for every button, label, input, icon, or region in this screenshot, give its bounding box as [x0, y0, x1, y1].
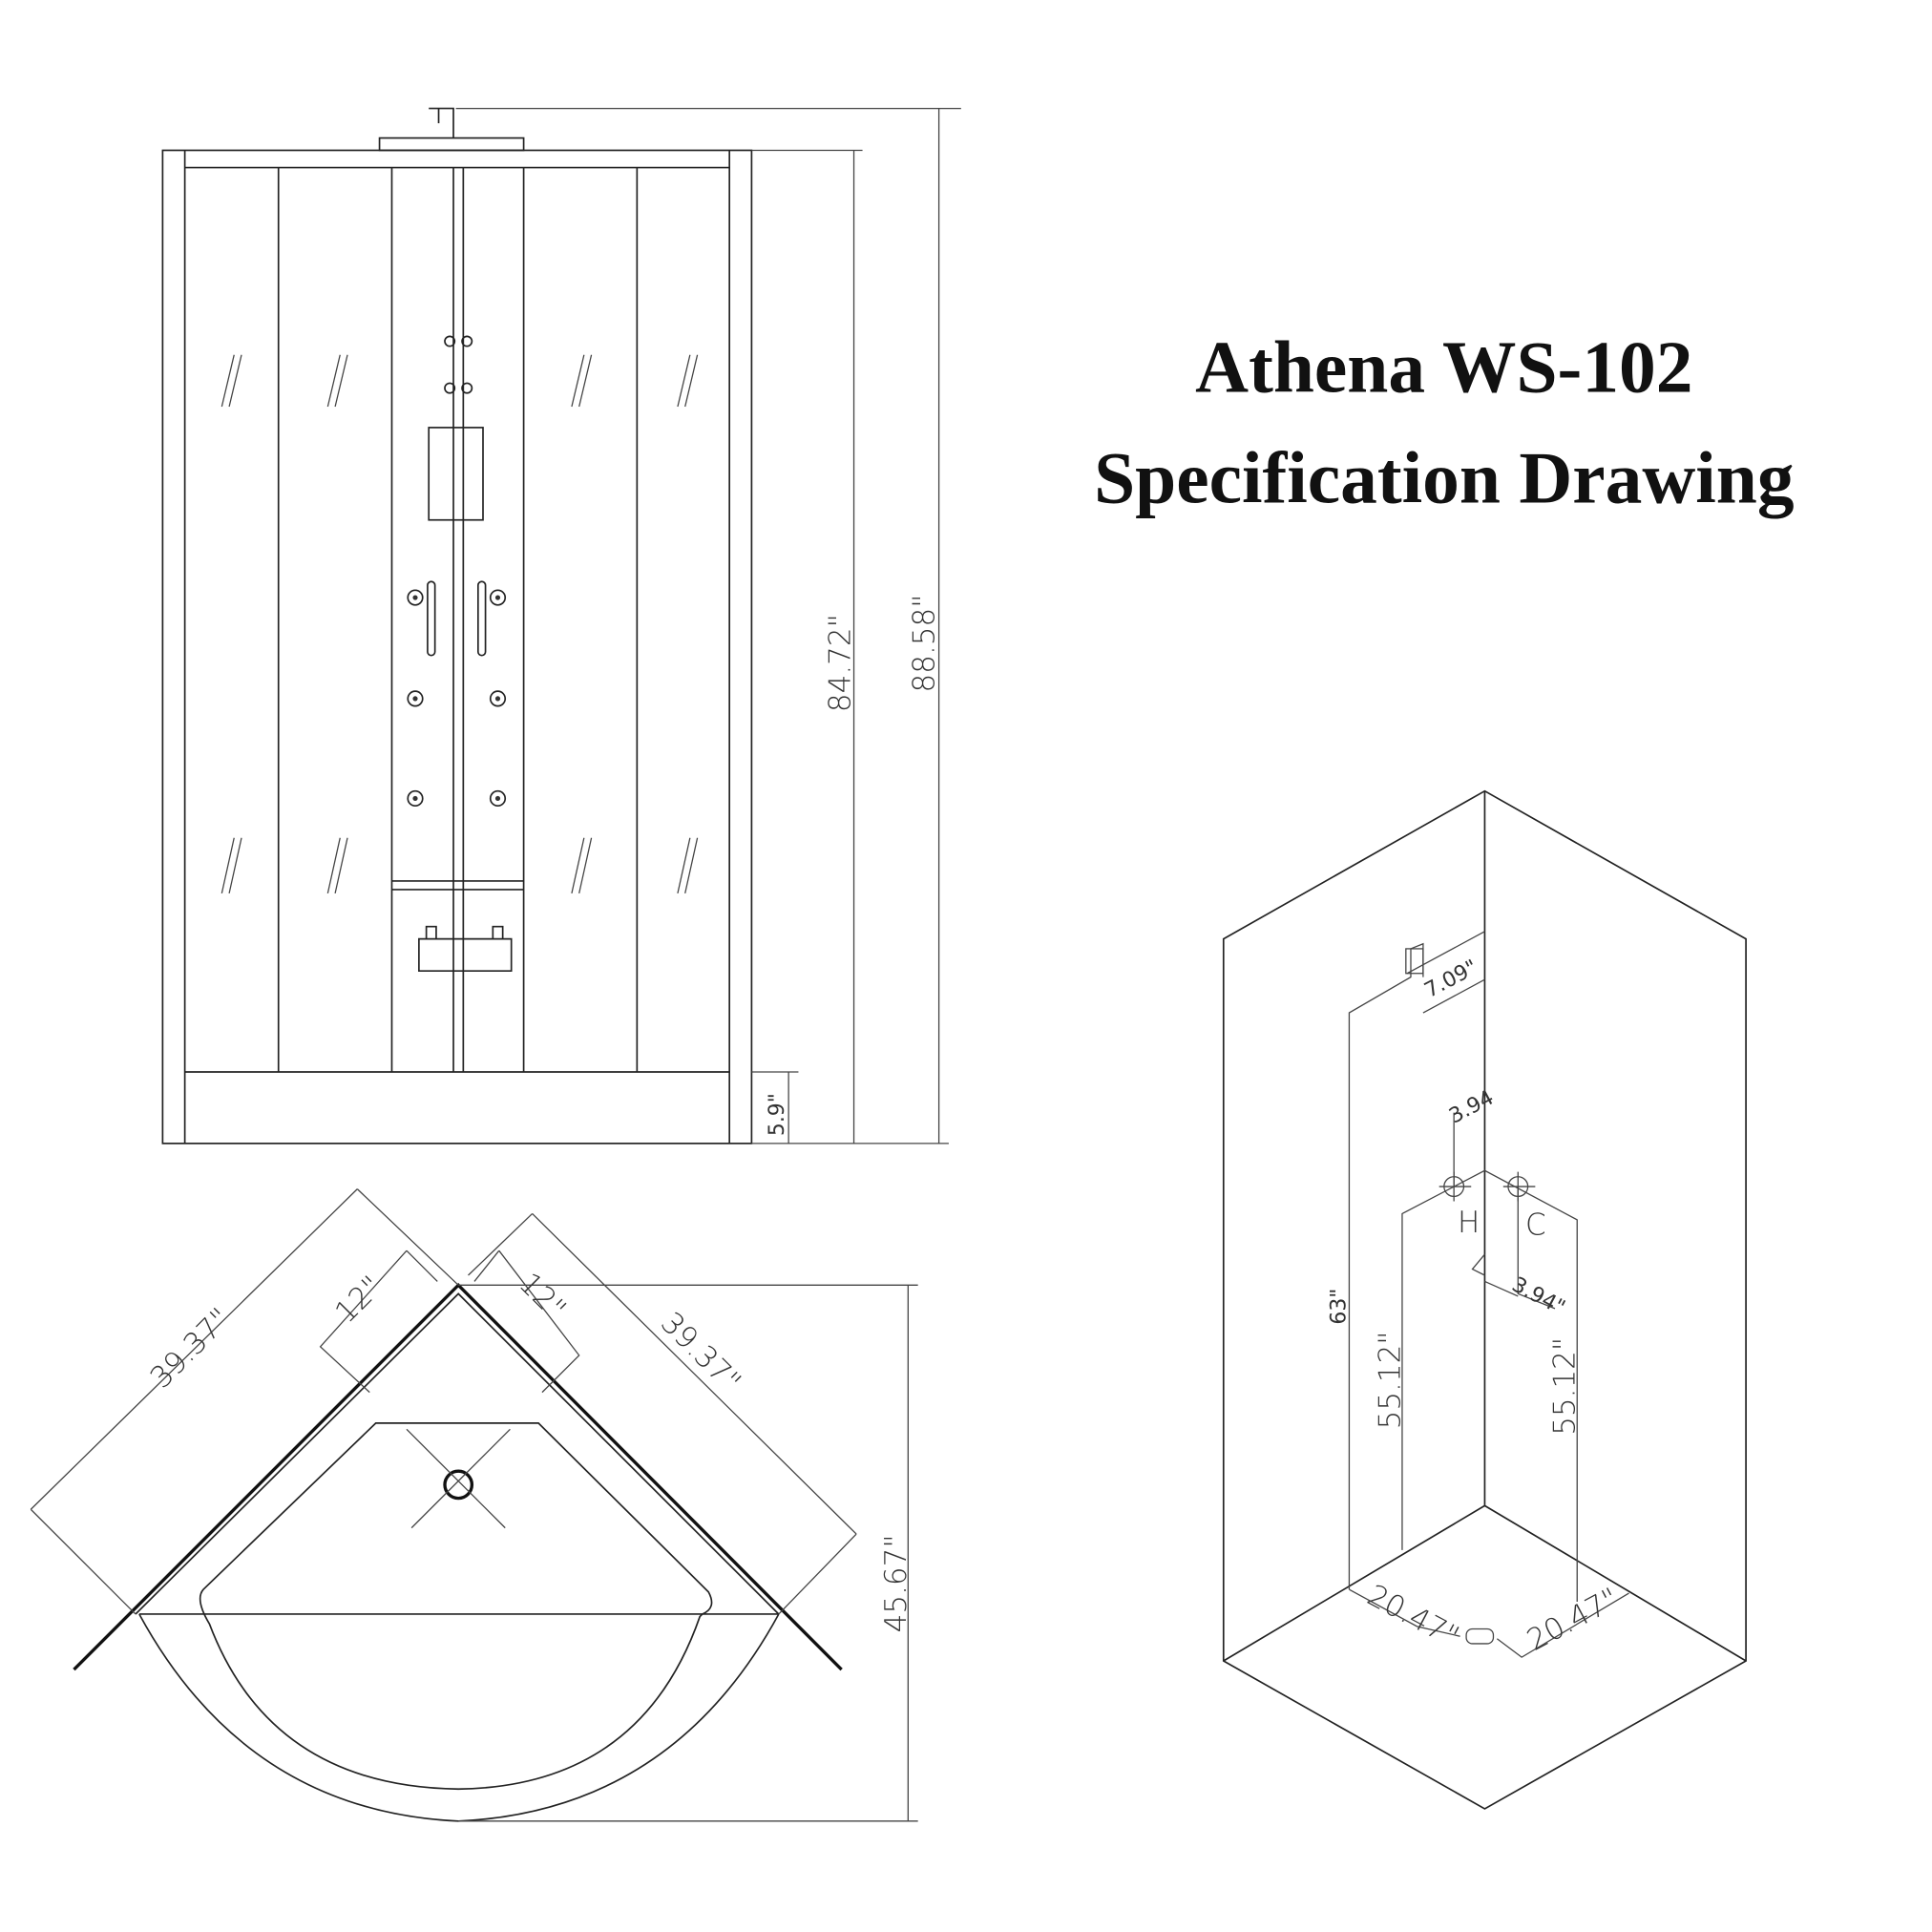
cold-label: C: [1525, 1208, 1546, 1242]
dimension-left-valve-height: 55.12": [1373, 1331, 1407, 1429]
shower-outlet-icon: [1405, 948, 1424, 975]
door-handle-icon: [476, 580, 487, 657]
isometric-view: [1222, 789, 1747, 1810]
hot-label: H: [1458, 1206, 1480, 1240]
dimension-valve-spacing: 3.94": [1508, 1272, 1569, 1320]
dimension-shower-height: 63": [1328, 1289, 1352, 1325]
body-jet-icons: [407, 589, 507, 808]
overhead-shower-icon: [378, 136, 525, 152]
door-handle-icon: [427, 580, 436, 657]
plan-view: [30, 1188, 918, 1822]
drain-icon: [443, 1469, 474, 1501]
title-line-1: Athena WS-102: [1195, 326, 1692, 408]
dimension-right-offset: 12": [512, 1267, 572, 1327]
dimension-overall-height: 88.58": [907, 595, 941, 693]
glass-reflection-marks: [220, 354, 699, 893]
dimension-left-side: 39.37": [144, 1301, 238, 1395]
front-elevation-view: [161, 107, 961, 1144]
dimension-shower-offset: 7.09": [1420, 956, 1481, 1003]
dimension-right-valve-height: 55.12": [1548, 1337, 1583, 1436]
floor-drain-icon: [1465, 1628, 1495, 1645]
dimension-frame-height: 84.72": [824, 614, 858, 712]
dimension-base-height: 5.9": [766, 1093, 789, 1136]
dimension-right-side: 39.37": [654, 1306, 747, 1399]
dimension-left-offset: 12": [328, 1270, 388, 1330]
title-line-2: Specification Drawing: [1094, 437, 1794, 519]
control-panel-icon: [428, 427, 484, 521]
dimension-valve-spacing-top: 3.94: [1445, 1086, 1498, 1129]
dimension-drain-right: 20.47": [1522, 1582, 1625, 1658]
seat-icon: [418, 925, 513, 973]
dimension-drain-left: 20.47": [1361, 1578, 1464, 1654]
dimension-depth: 45.67": [879, 1534, 914, 1632]
